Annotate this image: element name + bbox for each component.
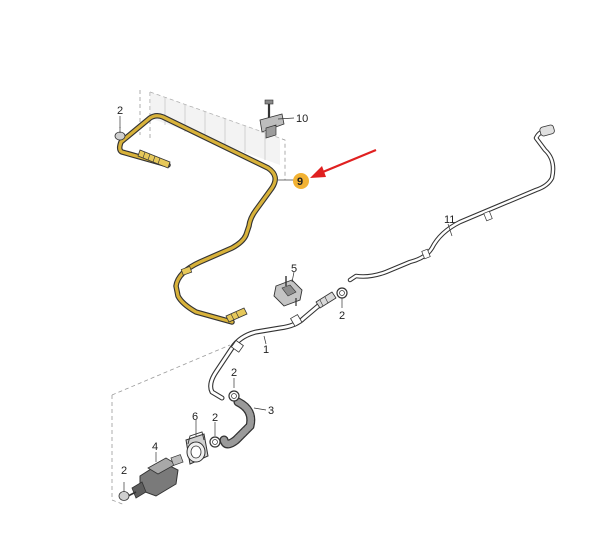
clamp-right[interactable] (336, 287, 348, 299)
clamp-lower[interactable] (209, 436, 221, 448)
clamp-bottom-left[interactable] (118, 482, 130, 501)
connector-bracket[interactable] (273, 276, 303, 307)
corrugated-hose[interactable] (219, 397, 256, 449)
mounting-bracket-top[interactable] (259, 99, 285, 139)
label-2a: 2 (117, 105, 123, 117)
pipe-fitting-left (137, 149, 171, 169)
holder-bracket[interactable] (185, 431, 209, 465)
part-labels: 2 10 9 11 5 2 1 2 3 6 2 4 2 (117, 105, 455, 477)
label-11: 11 (444, 214, 455, 226)
hose-1[interactable] (208, 291, 337, 401)
label-3: 3 (268, 405, 274, 417)
background-panel (150, 92, 280, 165)
label-10: 10 (296, 113, 308, 125)
label-5: 5 (291, 263, 297, 275)
leader-lines (119, 116, 453, 462)
label-2e: 2 (121, 465, 127, 477)
label-2d: 2 (212, 412, 218, 424)
fuel-pipe-long[interactable] (347, 124, 556, 283)
label-1: 1 (263, 344, 269, 356)
brake-line-highlighted[interactable] (116, 112, 278, 325)
red-arrow-pointer (310, 148, 377, 178)
label-9: 9 (297, 176, 303, 188)
clamp-top-left[interactable] (114, 127, 126, 141)
label-6: 6 (192, 411, 198, 423)
filter-pump-unit[interactable] (127, 454, 184, 499)
highlight-badge (293, 173, 309, 189)
label-2c: 2 (231, 367, 237, 379)
label-2b: 2 (339, 310, 345, 322)
label-4: 4 (152, 441, 158, 453)
pipe-fitting-bottom (225, 307, 248, 323)
clamp-mid[interactable] (228, 390, 240, 402)
